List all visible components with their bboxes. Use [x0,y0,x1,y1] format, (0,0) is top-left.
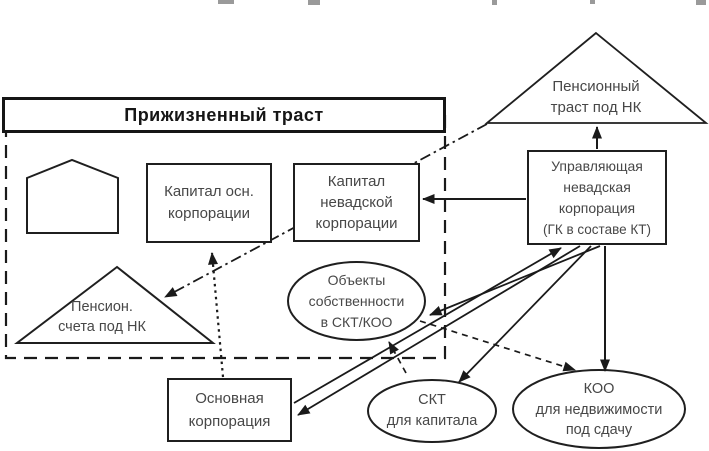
edge-property-objects-to-koo [419,320,576,372]
managing-corp-label: (ГК в составе КТ) [543,221,651,237]
capital-nevada-box: Капитал невадской корпорации [293,163,420,242]
capital-main-label: корпорации [168,205,250,222]
main-corp-label: Основная [195,390,264,407]
pension-accounts-label: Пенсион. счета под НК [18,297,186,337]
edge-skt-to-property-objects [388,341,407,374]
skt-line: СКТ [418,392,446,408]
pension-trust-line: траст под НК [550,99,642,116]
pension-trust-label: Пенсионный траст под НК [510,76,682,118]
managing-corp-label: невадская [563,178,631,195]
skt-ellipse [367,379,497,443]
edge-main-corp-to-capital-main [208,252,225,378]
cropped-caption-fragment [492,0,497,5]
cropped-caption-fragment [590,0,595,4]
property-objects-line: собственности [308,293,405,309]
pension-trust-line: Пенсионный [552,78,640,95]
managing-corp-label: корпорация [558,199,636,216]
skt-label: СКТ для капитала [369,390,495,432]
pension-trust-triangle [484,31,709,124]
koo-line: под сдачу [565,422,633,438]
capital-main-label: Капитал осн. [164,183,254,200]
main-corp-box: Основная корпорация [167,378,292,442]
managing-corp-box: Управляющая невадская корпорация (ГК в с… [527,150,667,245]
koo-line: КОО [583,381,615,397]
property-objects-ellipse [287,261,426,341]
pension-accounts-triangle [14,265,216,344]
property-objects-line: Объекты [327,272,386,288]
capital-nevada-label: невадской [320,194,393,211]
cropped-caption-fragment [696,0,706,5]
property-objects-line: в СКТ/КОО [320,314,393,330]
capital-nevada-label: Капитал [327,173,386,190]
pension-accounts-line: Пенсион. [71,299,133,315]
capital-nevada-label: корпорации [315,215,398,232]
capital-main-box: Капитал осн. корпорации [146,163,272,243]
pension-accounts-line: счета под НК [58,319,146,335]
edge-managing-to-property-objects [429,245,601,316]
property-objects-label: Объекты собственности в СКТ/КОО [287,270,426,333]
skt-line: для капитала [386,413,478,429]
koo-ellipse [512,369,686,449]
cropped-caption-fragment [218,0,234,4]
edge-managing-to-main-corp [297,245,581,416]
living-trust-title: Прижизненный траст [124,104,324,125]
main-corp-label: корпорация [188,413,271,430]
house-icon [26,158,119,234]
edge-main-corp-to-managing [293,247,562,404]
koo-line: для недвижимости [535,401,663,418]
edge-managing-to-skt [458,245,592,383]
cropped-caption-fragment [308,0,320,5]
living-trust-header: Прижизненный траст [2,97,446,133]
koo-label: КОО для недвижимости под сдачу [512,379,686,441]
managing-corp-label: Управляющая [551,157,643,174]
